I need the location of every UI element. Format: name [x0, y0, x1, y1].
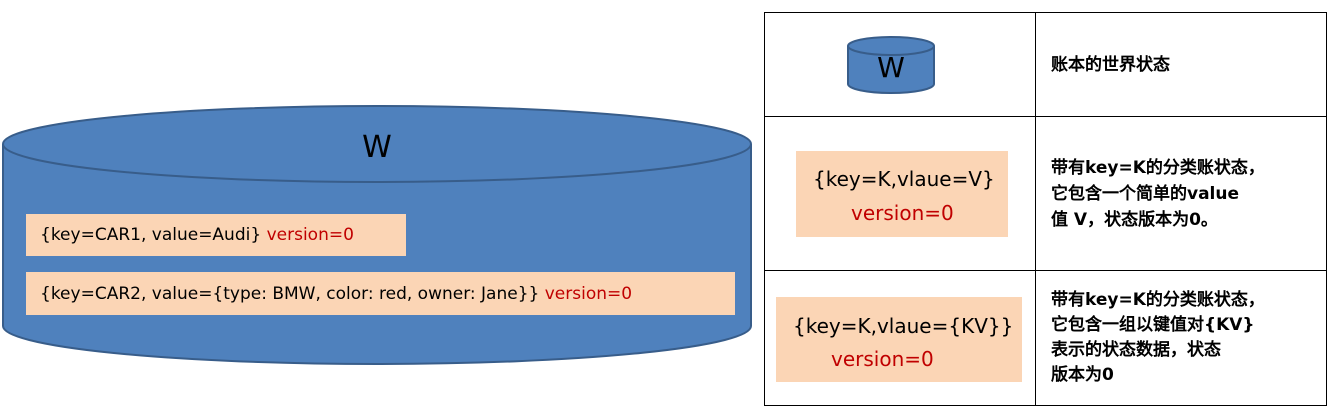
legend-row-world-state: W 账本的世界状态: [764, 12, 1327, 117]
record-car1-text: {key=CAR1, value=Audi}: [40, 225, 262, 245]
legend-symbol-cell: W: [764, 12, 1036, 117]
legend-desc-line: 它包含一个简单的value: [1051, 183, 1240, 204]
legend-kv-text: {key=K,vlaue=V}: [813, 167, 995, 191]
small-database-icon: [847, 36, 935, 94]
legend-desc-cell: 账本的世界状态: [1035, 12, 1327, 117]
record-car2-version: version=0: [544, 284, 633, 304]
legend-kv-box: {key=K,vlaue=V} version=0: [796, 151, 1008, 237]
legend-desc-line: 值 V，状态版本为0。: [1051, 209, 1218, 230]
legend-desc-line: 账本的世界状态: [1051, 54, 1170, 75]
legend-desc-line: 表示的状态数据，状态: [1051, 340, 1221, 360]
legend-kv-version: version=0: [851, 201, 954, 225]
legend-desc-line: 带有key=K的分类账状态，: [1051, 290, 1265, 310]
small-database-label: W: [877, 51, 905, 84]
world-state-database: [1, 105, 752, 365]
legend-desc-line: 它包含一组以键值对{KV}: [1051, 315, 1255, 335]
legend-desc-line: 版本为0: [1051, 365, 1114, 385]
legend-symbol-cell: {key=K,vlaue=V} version=0: [764, 116, 1036, 271]
record-car2-text: {key=CAR2, value={type: BMW, color: red,…: [40, 284, 540, 304]
legend-row-kv-set: {key=K,vlaue={KV}} version=0 带有key=K的分类账…: [764, 270, 1327, 406]
database-label: W: [362, 130, 392, 165]
record-car1: {key=CAR1, value=Audi} version=0: [26, 214, 406, 256]
legend-kv-version: version=0: [831, 347, 934, 371]
legend-desc-cell: 带有key=K的分类账状态， 它包含一个简单的value 值 V，状态版本为0。: [1035, 116, 1327, 271]
legend-desc-line: 带有key=K的分类账状态，: [1051, 157, 1265, 178]
legend-desc-cell: 带有key=K的分类账状态， 它包含一组以键值对{KV} 表示的状态数据，状态 …: [1035, 270, 1327, 406]
legend-row-simple-value: {key=K,vlaue=V} version=0 带有key=K的分类账状态，…: [764, 116, 1327, 271]
legend-kv-text: {key=K,vlaue={KV}}: [793, 314, 1014, 338]
legend-kv-box: {key=K,vlaue={KV}} version=0: [776, 297, 1022, 382]
legend-table: W 账本的世界状态 {key=K,vlaue=V} version=0 带有ke…: [764, 12, 1327, 406]
legend-symbol-cell: {key=K,vlaue={KV}} version=0: [764, 270, 1036, 406]
record-car1-version: version=0: [266, 225, 354, 245]
record-car2: {key=CAR2, value={type: BMW, color: red,…: [26, 272, 735, 315]
database-top: [2, 105, 752, 183]
